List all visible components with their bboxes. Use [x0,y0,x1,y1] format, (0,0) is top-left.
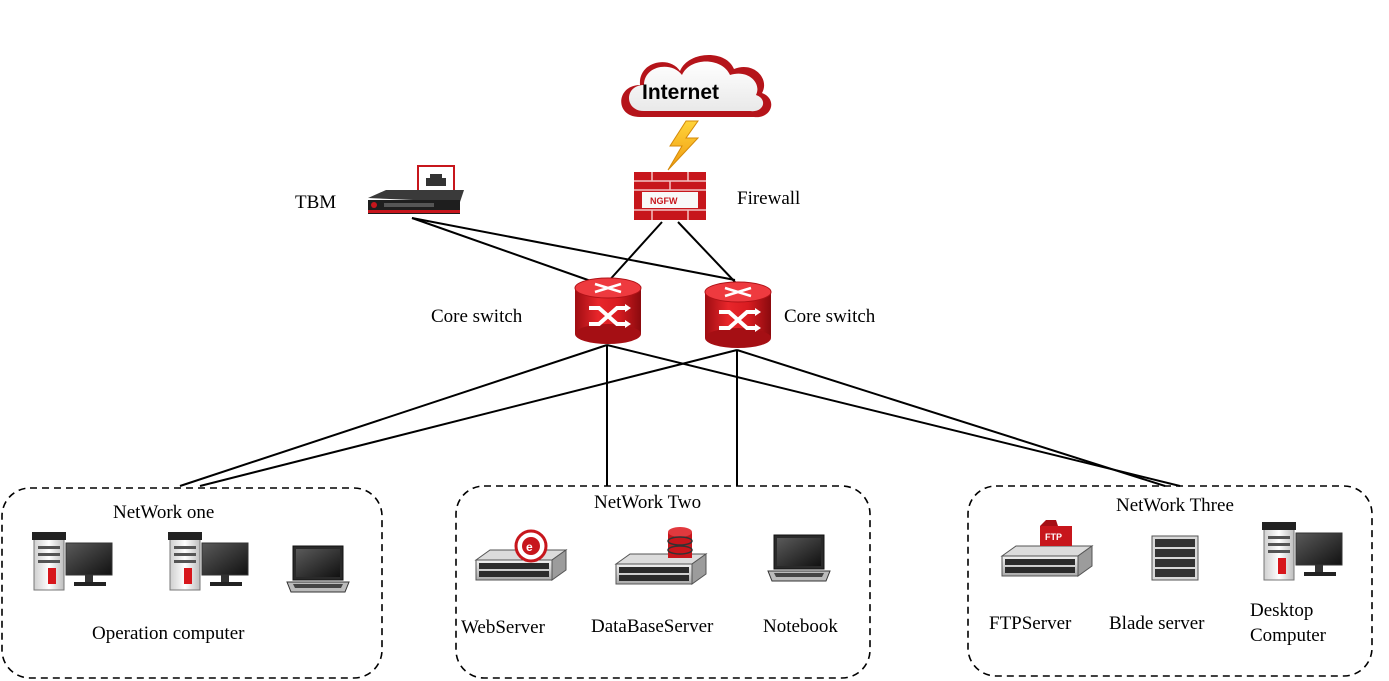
link-core-left-network-three [606,344,1181,487]
link-tbm-core-left [411,217,606,287]
notebook-label: Notebook [763,616,838,637]
link-tbm-core-right [411,217,736,281]
database-server-label: DataBaseServer [591,616,714,637]
firewall-badge: NGFW [650,196,678,206]
desktop-computer-icon [1261,521,1343,581]
ftp-server-icon: FTP [1001,520,1093,577]
operation-computer-label: Operation computer [92,623,245,644]
core-switch-right-icon [703,280,773,350]
operation-computer-2-icon [167,531,249,591]
desktop-computer-label-line1: Desktop [1250,600,1313,621]
core-switch-right-label: Core switch [784,306,876,327]
blade-server-icon [1151,535,1199,581]
link-firewall-core-right [677,221,736,283]
core-switch-left-icon [573,276,643,346]
notebook-icon [767,534,831,582]
link-core-left-network-one [179,344,608,487]
link-core-right-network-one [199,349,738,487]
tbm-appliance-icon [368,165,464,214]
tbm-label: TBM [295,192,336,213]
internet-cloud: Internet [621,54,772,118]
ftp-badge: FTP [1045,532,1062,542]
link-core-right-network-three [736,349,1166,487]
firewall-icon: NGFW [634,172,706,220]
operation-laptop-icon [286,545,350,593]
lightning-bolt-icon [667,120,700,171]
database-server-icon [615,527,707,585]
operation-computer-1-icon [31,531,113,591]
network-two-group [455,485,871,679]
network-one-title: NetWork one [113,502,214,523]
desktop-computer-label-line2: Computer [1250,625,1327,646]
network-two-title: NetWork Two [594,492,701,513]
network-three-group [967,485,1373,677]
web-server-icon: e [475,529,567,581]
network-three-title: NetWork Three [1116,495,1234,516]
blade-server-label: Blade server [1109,613,1205,634]
ftp-server-label: FTPServer [989,613,1072,634]
web-server-label: WebServer [461,617,546,638]
internet-label: Internet [642,81,719,104]
network-one-group [1,487,383,679]
firewall-label: Firewall [737,188,800,209]
connection-lines [179,217,1181,487]
svg-text:e: e [526,540,533,554]
core-switch-left-label: Core switch [431,306,523,327]
link-firewall-core-left [605,221,663,285]
